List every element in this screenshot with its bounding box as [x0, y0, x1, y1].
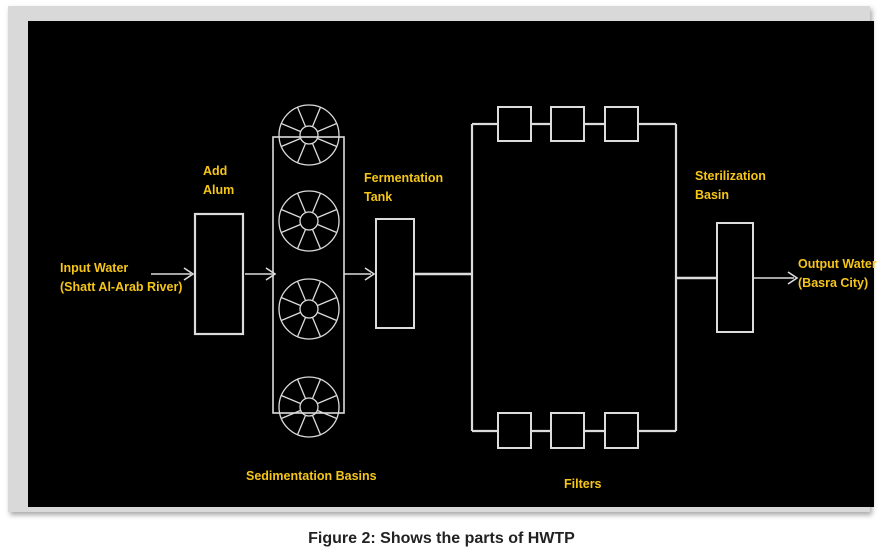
output-water-label: Output Water (Basra City) [798, 255, 877, 293]
input-water-label: Input Water (Shatt Al-Arab River) [60, 259, 182, 297]
alum-box [193, 212, 245, 336]
filter-network [470, 122, 678, 433]
add-alum-line1: Add [203, 164, 228, 178]
diagram-svg [151, 104, 799, 449]
sedimentation-basin-1 [278, 104, 340, 166]
filter-box-top-1 [497, 106, 532, 142]
filter-box-top-2 [550, 106, 585, 142]
sedimentation-basins-group [278, 104, 340, 438]
sterilization-line2: Basin [695, 188, 730, 202]
arrow-to-sedimentation [245, 267, 277, 281]
fermentation-tank-box [375, 218, 415, 329]
input-water-line2: (Shatt Al-Arab River) [60, 280, 183, 294]
sedimentation-enclosure [272, 136, 345, 414]
sterilization-basin-label: Sterilization Basin [695, 167, 766, 205]
filter-box-bottom-3 [604, 412, 639, 449]
filter-box-top-3 [604, 106, 639, 142]
figure-caption: Figure 2: Shows the parts of HWTP [308, 530, 575, 547]
fermentation-tank-label: Fermentation Tank [364, 169, 443, 207]
hwtp-diagram: Input Water (Shatt Al-Arab River) Add Al… [28, 21, 877, 507]
filter-box-bottom-1 [497, 412, 532, 449]
sterilization-line1: Sterilization [695, 169, 766, 183]
figure-frame: Input Water (Shatt Al-Arab River) Add Al… [8, 6, 877, 512]
input-arrow [151, 267, 195, 281]
filters-label: Filters [564, 477, 602, 491]
sedimentation-basin-4 [278, 376, 340, 438]
sedimentation-basin-3 [278, 278, 340, 340]
output-arrow [753, 271, 799, 285]
input-water-line1: Input Water [60, 261, 129, 275]
filter-box-bottom-2 [550, 412, 585, 449]
sedimentation-basins-label: Sedimentation Basins [246, 469, 377, 483]
add-alum-label: Add Alum [203, 162, 234, 200]
sterilization-basin-box [716, 222, 754, 333]
output-water-line2: (Basra City) [798, 276, 869, 290]
fermentation-line2: Tank [364, 190, 393, 204]
arrow-to-fermentation [344, 267, 376, 281]
add-alum-line2: Alum [203, 183, 235, 197]
sedimentation-basin-2 [278, 190, 340, 252]
fermentation-line1: Fermentation [364, 171, 444, 185]
output-water-line1: Output Water [798, 257, 877, 271]
